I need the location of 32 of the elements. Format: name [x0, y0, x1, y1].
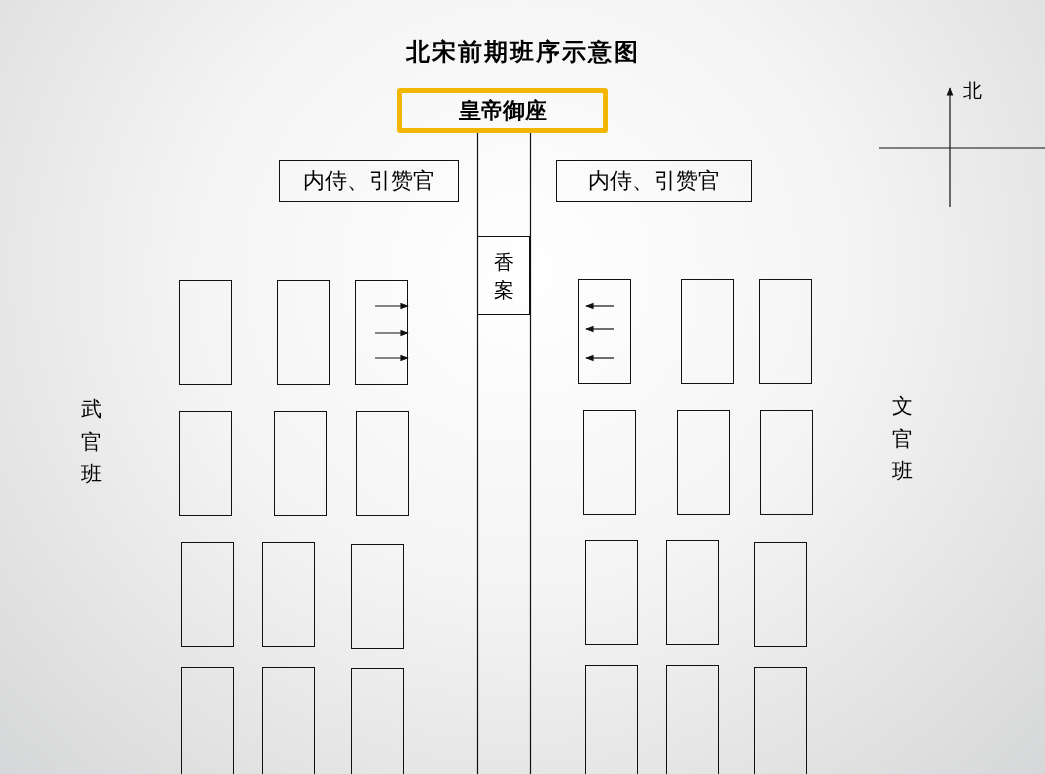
rank-box: [583, 410, 636, 515]
attendant-box: 内侍、引赞官: [279, 160, 459, 202]
rank-box: [754, 667, 807, 774]
rank-box: [179, 411, 232, 516]
rank-box: [351, 544, 404, 649]
rank-box: [585, 665, 638, 774]
rank-box: [585, 540, 638, 645]
incense-table-box: 香案: [477, 236, 530, 315]
rank-box: [578, 279, 631, 384]
side-label: 文官班: [891, 393, 915, 486]
rank-box: [355, 280, 408, 385]
rank-box: [262, 667, 315, 774]
rank-box: [666, 540, 719, 645]
rank-box: [760, 410, 813, 515]
rank-box: [181, 542, 234, 647]
rank-box: [677, 410, 730, 515]
rank-box: [759, 279, 812, 384]
rank-box: [181, 667, 234, 774]
rank-box: [277, 280, 330, 385]
rank-box: [356, 411, 409, 516]
rank-box: [351, 668, 404, 774]
rank-box: [666, 665, 719, 774]
compass-label: 北: [963, 78, 982, 103]
title: 北宋前期班序示意图: [404, 36, 641, 68]
rank-box: [179, 280, 232, 385]
rank-box: [274, 411, 327, 516]
rank-box: [754, 542, 807, 647]
throne-box: 皇帝御座: [397, 88, 608, 133]
attendant-box: 内侍、引赞官: [556, 160, 752, 202]
rank-box: [681, 279, 734, 384]
rank-box: [262, 542, 315, 647]
side-label: 武官班: [80, 396, 104, 489]
